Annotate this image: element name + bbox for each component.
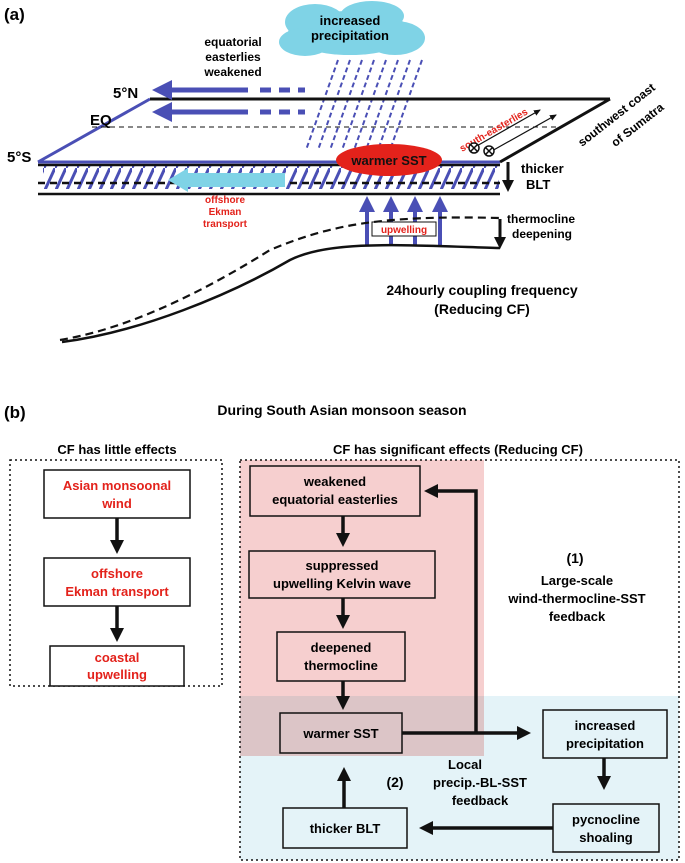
ekman-label-2: Ekman: [209, 207, 242, 218]
rain-lines: [305, 59, 423, 151]
feedback1-label-3: feedback: [549, 609, 606, 624]
offshore-arrow-icon: [168, 168, 285, 192]
feedback1-number: (1): [566, 550, 583, 566]
upwelling-box: [371, 221, 437, 237]
upwelling-label: upwelling: [381, 225, 427, 236]
easterlies-box-label-2: equatorial easterlies: [272, 492, 398, 507]
sst-label: warmer SST: [350, 153, 426, 168]
feedback2-label-2: precip.-BL-SST: [433, 775, 527, 790]
left-title: CF has little effects: [57, 442, 176, 457]
coastal-upwelling-label-1: coastal: [95, 650, 140, 665]
feedback-loop-line: [424, 484, 478, 733]
feedback2-label-3: feedback: [452, 793, 509, 808]
kelvin-box-label-2: upwelling Kelvin wave: [273, 576, 411, 591]
sst-box-label: warmer SST: [302, 726, 378, 741]
precip-box-label-1: increased: [575, 718, 636, 733]
feedback2-label-1: Local: [448, 757, 482, 772]
easterlies-label-1: equatorial: [204, 35, 261, 49]
lat-5n: 5°N: [113, 85, 138, 102]
left-dotted-box: [9, 459, 223, 687]
sst-ellipse: [336, 144, 442, 176]
asian-wind-label-2: wind: [101, 496, 132, 511]
pycnocline-box-label-1: pycnocline: [572, 812, 640, 827]
thermocline-box-label-1: deepened: [311, 640, 372, 655]
ekman-transport-label-1: offshore: [91, 566, 143, 581]
thermocline-dashed: [59, 216, 501, 342]
thermocline-label-1: thermocline: [507, 212, 575, 226]
ekman-label-1: offshore: [205, 195, 245, 206]
right-title: CF has significant effects (Reducing CF): [333, 442, 583, 457]
precip-box: [542, 709, 668, 759]
plane-east-edge: [499, 97, 611, 164]
pycnocline-box-label-2: shoaling: [579, 830, 633, 845]
eq-label: EQ: [90, 112, 112, 129]
panel-b-label: (b): [4, 403, 26, 422]
easterly-arrows: [152, 80, 305, 122]
panel-a-label: (a): [4, 5, 25, 24]
south-easterly-arrow-2: [489, 114, 557, 153]
asian-wind-box: [43, 469, 191, 519]
blt-label-2: BLT: [526, 177, 550, 192]
ekman-label-3: transport: [203, 219, 248, 230]
easterlies-label-3: weakened: [203, 65, 261, 79]
pycnocline-box: [552, 803, 660, 853]
coastal-upwelling-box: [49, 645, 185, 687]
blt-label-1: thicker: [521, 161, 564, 176]
blt-box-label: thicker BLT: [310, 821, 381, 836]
kelvin-box-label-1: suppressed: [306, 558, 379, 573]
lat-5s: 5°S: [7, 149, 31, 166]
frequency-label-1: 24hourly coupling frequency: [386, 282, 578, 298]
thermocline-box: [276, 631, 406, 682]
cloud-icon: [279, 1, 425, 56]
asian-wind-label-1: Asian monsoonal: [63, 478, 171, 493]
coastal-upwelling-label-2: upwelling: [87, 667, 147, 682]
south-easterly-arrow-1: [474, 109, 541, 148]
thermocline-solid: [61, 243, 501, 344]
feedback1-label-2: wind-thermocline-SST: [507, 591, 645, 606]
easterlies-box-label-1: weakened: [303, 474, 366, 489]
ekman-transport-label-2: Ekman transport: [65, 584, 169, 599]
circled-cross-icon: [468, 142, 495, 157]
kelvin-box: [248, 550, 436, 599]
panel-b-title: During South Asian monsoon season: [217, 402, 466, 418]
ekman-transport-box: [43, 557, 191, 607]
easterlies-box: [249, 465, 421, 517]
cloud-label-1: increased: [320, 13, 381, 28]
easterlies-label-2: easterlies: [205, 50, 261, 64]
precip-box-label-2: precipitation: [566, 736, 644, 751]
frequency-label-2: (Reducing CF): [434, 301, 530, 317]
feedback2-number: (2): [386, 774, 403, 790]
thermocline-label-2: deepening: [512, 227, 572, 241]
cloud-label-2: precipitation: [311, 28, 389, 43]
blt-box: [282, 807, 408, 849]
thermocline-box-label-2: thermocline: [304, 658, 378, 673]
feedback1-label-1: Large-scale: [541, 573, 613, 588]
plane-west-edge: [37, 97, 151, 164]
